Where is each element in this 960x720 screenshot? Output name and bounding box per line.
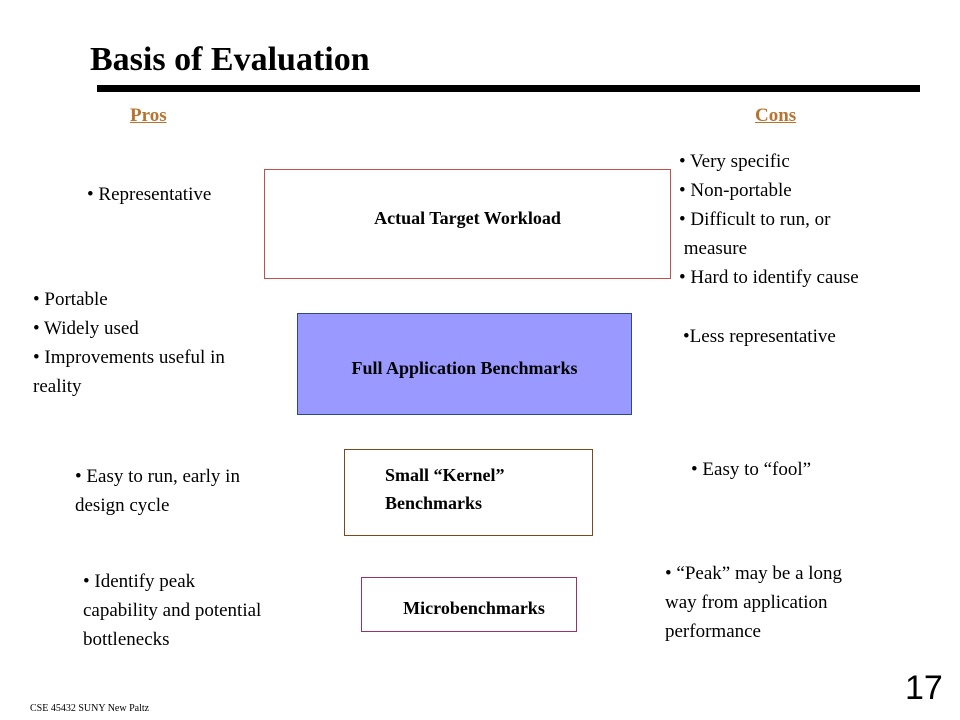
slide-title: Basis of Evaluation — [90, 41, 370, 78]
cons-actual-item: • Non-portable — [679, 180, 792, 201]
pros-list-actual: • Representative — [87, 180, 211, 209]
box-small-kernel-benchmarks: Small “Kernel” Benchmarks — [344, 449, 593, 536]
pros-list-micro: • Identify peak capability and potential… — [83, 567, 261, 654]
cons-actual-item: • Very specific — [679, 151, 790, 172]
box-actual-target-workload: Actual Target Workload — [264, 169, 671, 279]
box-kernel-label-line2: Benchmarks — [385, 492, 483, 513]
pros-full-item: • Portable — [33, 289, 108, 310]
cons-list-full: •Less representative — [683, 322, 836, 351]
pros-heading: Pros — [130, 105, 167, 126]
pros-micro-item: • Identify peak — [83, 571, 196, 592]
box-micro-label: Microbenchmarks — [403, 597, 545, 618]
box-actual-label: Actual Target Workload — [374, 208, 561, 228]
pros-list-kernel: • Easy to run, early in design cycle — [75, 462, 240, 520]
cons-full-item: •Less representative — [683, 326, 836, 347]
pros-full-item: • Widely used — [33, 318, 139, 339]
box-full-application-benchmarks: Full Application Benchmarks — [297, 313, 632, 415]
pros-full-item: reality — [33, 376, 82, 397]
cons-actual-item: measure — [679, 238, 748, 259]
pros-kernel-item: • Easy to run, early in — [75, 466, 240, 487]
box-kernel-label-line1: Small “Kernel” — [385, 464, 505, 485]
pros-full-item: • Improvements useful in — [33, 347, 225, 368]
pros-actual-item: • Representative — [87, 184, 212, 205]
pros-kernel-item: design cycle — [75, 495, 170, 516]
page-number: 17 — [905, 669, 943, 707]
cons-micro-item: performance — [665, 621, 761, 642]
cons-list-actual: • Very specific • Non-portable • Difficu… — [679, 147, 859, 292]
cons-actual-item: • Difficult to run, or — [679, 209, 831, 230]
cons-micro-item: • “Peak” may be a long — [665, 563, 843, 584]
footer-course-label: CSE 45432 SUNY New Paltz — [30, 703, 150, 714]
pros-list-full: • Portable • Widely used • Improvements … — [33, 285, 225, 401]
cons-list-micro: • “Peak” may be a long way from applicat… — [665, 559, 842, 646]
box-full-label: Full Application Benchmarks — [351, 358, 578, 378]
cons-list-kernel: • Easy to “fool” — [691, 455, 811, 484]
cons-heading: Cons — [755, 105, 797, 126]
cons-kernel-item: • Easy to “fool” — [691, 459, 812, 480]
pros-micro-item: bottlenecks — [83, 629, 170, 650]
box-microbenchmarks: Microbenchmarks — [361, 577, 577, 632]
pros-micro-item: capability and potential — [83, 600, 262, 621]
cons-actual-item: • Hard to identify cause — [679, 267, 859, 288]
title-underline-rule — [97, 85, 920, 92]
cons-micro-item: way from application — [665, 592, 828, 613]
